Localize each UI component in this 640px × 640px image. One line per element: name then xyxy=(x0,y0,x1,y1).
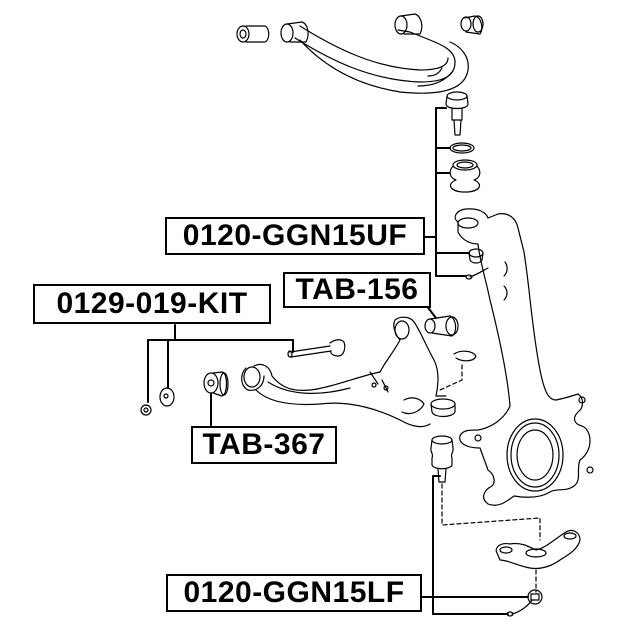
label-0120-ggn15uf: 0120-GGN15UF xyxy=(165,217,425,255)
upper-arm-bushing-left xyxy=(236,25,270,43)
label-0120-ggn15lf: 0120-GGN15LF xyxy=(166,574,422,612)
label-tab-367: TAB-367 xyxy=(191,426,337,464)
kit-callout-lines xyxy=(147,324,294,431)
lower-ball-joint-socket xyxy=(430,398,456,418)
lower-callout-lines xyxy=(421,475,529,615)
lower-arm-bushing-front xyxy=(203,371,229,397)
lower-control-arm xyxy=(241,316,447,428)
snap-ring-upper xyxy=(449,142,475,154)
knuckle-arm xyxy=(495,529,581,570)
label-tab-156: TAB-156 xyxy=(283,272,431,308)
upper-arm-bushing-right xyxy=(460,15,484,35)
assembly-dashed-line-2 xyxy=(441,483,541,541)
snap-ring-lower xyxy=(453,350,477,362)
camber-bolt xyxy=(287,339,346,358)
assembly-dashed-line-1 xyxy=(439,364,463,391)
lower-arm-bushing-rear xyxy=(424,315,459,337)
cam-washer xyxy=(159,387,175,407)
upper-callout-lines xyxy=(423,107,470,277)
upper-control-arm xyxy=(280,13,469,94)
label-0129-019-kit: 0129-019-KIT xyxy=(33,284,271,324)
dust-boot xyxy=(449,159,481,193)
lower-cotter-pin xyxy=(506,599,533,617)
cam-nut xyxy=(140,404,152,416)
steering-knuckle xyxy=(454,208,594,506)
upper-ball-joint xyxy=(445,91,469,136)
